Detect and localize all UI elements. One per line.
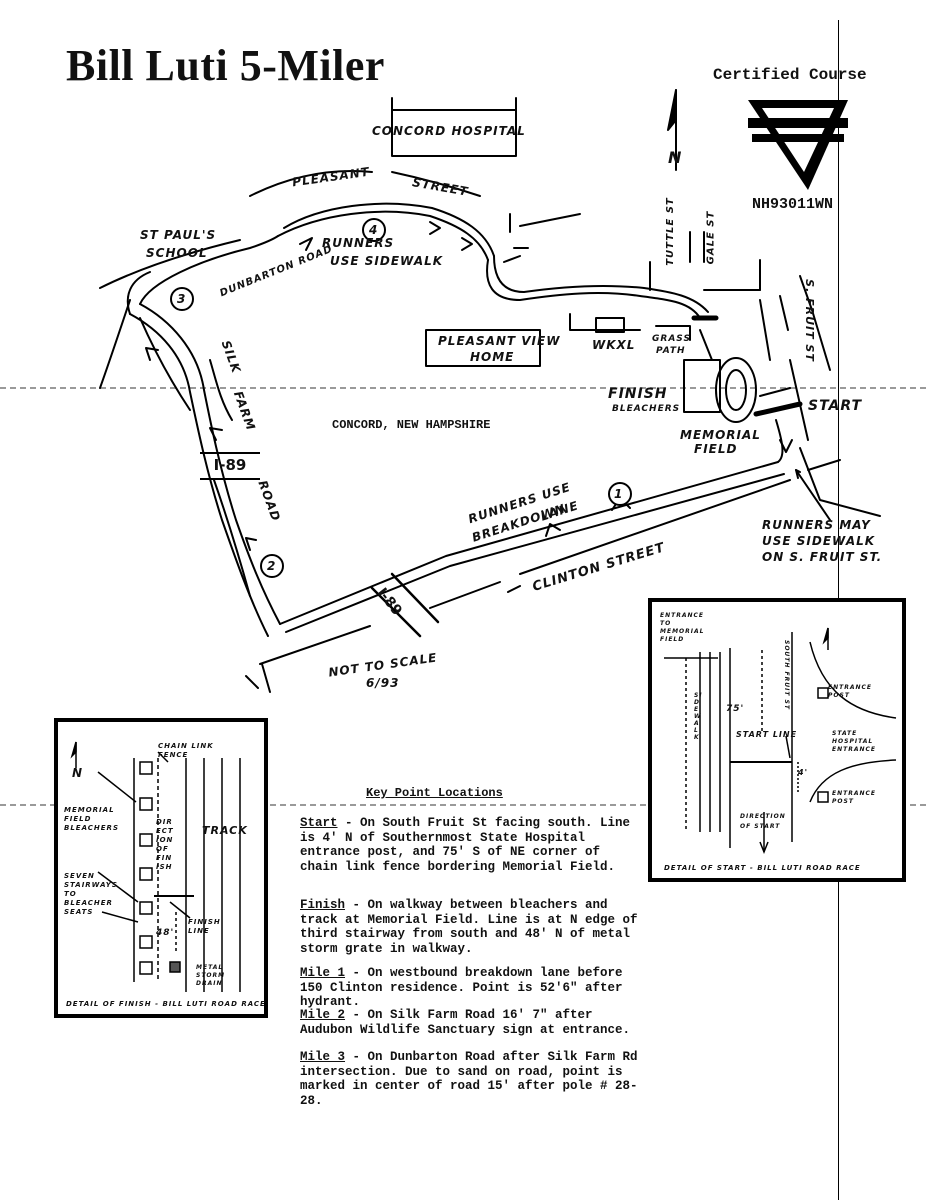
- key-point-text: - On South Fruit St facing south. Line i…: [300, 816, 631, 874]
- course-path: [486, 259, 701, 319]
- start-line-label: START LINE: [736, 730, 798, 739]
- course-path: [139, 235, 279, 305]
- mile-marker-2-label: 2: [267, 559, 277, 573]
- key-point-text: - On Dunbarton Road after Silk Farm Rd i…: [300, 1050, 638, 1108]
- sidewalk-label-2: USE SIDEWALK: [330, 254, 444, 268]
- finish-north-label: N: [72, 766, 84, 780]
- fruit-sidewalk-label-1: RUNNERS MAY: [762, 518, 871, 532]
- course-map: [99, 89, 881, 693]
- st-pauls-label-1: ST PAUL'S: [140, 228, 217, 242]
- key-point-text: - On westbound breakdown lane before 150…: [300, 966, 623, 1009]
- key-point-label: Mile 3: [300, 1050, 346, 1064]
- date-note: 6/93: [366, 676, 400, 690]
- grass-path: [699, 329, 713, 361]
- bleachers: [683, 359, 721, 413]
- key-point-mile-2: Mile 2 - On Silk Farm Road 16' 7" after …: [300, 1008, 645, 1037]
- course-path: [277, 210, 489, 261]
- start-label: START: [808, 398, 863, 414]
- pleasant-view-label-1: PLEASANT VIEW: [438, 334, 561, 348]
- memorial-bleachers-label: MEMORIAL FIELD BLEACHERS: [64, 806, 119, 832]
- wkxl-label: WKXL: [592, 338, 636, 352]
- gale-st-label: GALE ST: [705, 210, 717, 265]
- mile-marker-4-label: 4: [369, 223, 379, 237]
- key-point-text: - On walkway between bleachers and track…: [300, 898, 638, 956]
- mile-marker-1-label: 1: [614, 487, 624, 501]
- i89-label-silk: I-89: [200, 452, 260, 480]
- start-detail-inset: ENTRANCE TO MEMORIAL FIELD SOUTH FRUIT S…: [648, 598, 906, 882]
- start-distance-4: 4': [798, 768, 809, 777]
- storm-drain-label: METAL STORM DRAIN: [196, 964, 226, 987]
- finish-line-label: FINISH LINE: [188, 918, 221, 935]
- st-pauls-label-2: SCHOOL: [146, 246, 208, 260]
- road-edge: [391, 171, 481, 197]
- key-point-mile-3: Mile 3 - On Dunbarton Road after Silk Fa…: [300, 1050, 645, 1108]
- start-south-fruit-label: SOUTH FRUIT ST: [783, 640, 790, 710]
- tuttle-st-label: TUTTLE ST: [664, 197, 676, 266]
- sidewalk-label-1: RUNNERS: [322, 236, 395, 250]
- memorial-entrance-label: ENTRANCE TO MEMORIAL FIELD: [660, 612, 705, 643]
- key-point-text: - On Silk Farm Road 16' 7" after Audubon…: [300, 1008, 631, 1037]
- chain-link-label: CHAIN LINK FENCE: [158, 742, 214, 759]
- start-sidewalk-label: SIDEWALK: [694, 692, 703, 741]
- seven-stairways-label: SEVEN STAIRWAYS TO BLEACHER SEATS: [64, 872, 118, 916]
- start-detail-caption: DETAIL OF START - BILL LUTI ROAD RACE: [664, 864, 861, 872]
- finish-direction-label: DIRECTION OF FINISH: [156, 818, 174, 871]
- mile-marker-3-label: 3: [177, 292, 187, 306]
- finish-detail-inset: N CHAIN LINK FENCE MEMORIAL FIELD BLEACH…: [54, 718, 268, 1018]
- memorial-field-label-1: MEMORIAL: [680, 428, 761, 442]
- mile-marker-3: [170, 287, 194, 311]
- course-path: [279, 461, 779, 625]
- mile-marker-1: [608, 482, 632, 506]
- usatf-logo: [748, 100, 848, 190]
- key-point-label: Mile 2: [300, 1008, 346, 1022]
- key-point-start: Start - On South Fruit St facing south. …: [300, 816, 645, 874]
- track-oval: [715, 357, 757, 423]
- course-path: [139, 303, 281, 625]
- road-edge: [249, 170, 373, 197]
- pleasant-view-building: [425, 329, 541, 367]
- fold-line: [0, 387, 927, 389]
- key-point-finish: Finish - On walkway between bleachers an…: [300, 898, 645, 956]
- mile-marker-2: [260, 554, 284, 578]
- fold-line: [0, 804, 927, 806]
- entrance-post-label-2: ENTRANCE POST: [832, 790, 876, 805]
- fruit-sidewalk-label-2: USE SIDEWALK: [762, 534, 876, 548]
- grass-path-label-2: PATH: [656, 346, 686, 356]
- fruit-sidewalk-label-3: ON S. FRUIT ST.: [762, 550, 883, 564]
- certification-number: NH93011WN: [752, 196, 834, 213]
- finish-label: FINISH: [608, 386, 668, 402]
- south-fruit-st-label: S. FRUIT ST: [802, 279, 816, 362]
- pleasant-view-label-2: HOME: [470, 350, 515, 364]
- key-point-label: Finish: [300, 898, 346, 912]
- hospital-building: [391, 109, 517, 157]
- start-direction-label: DIRECTION OF START: [740, 813, 786, 830]
- mile-marker-4: [362, 218, 386, 242]
- key-point-label: Start: [300, 816, 338, 830]
- key-points-heading: Key Point Locations: [366, 786, 503, 800]
- key-point-mile-1: Mile 1 - On westbound breakdown lane bef…: [300, 966, 645, 1010]
- grass-path-label-1: GRASS: [652, 334, 691, 344]
- entrance-post-label-1: ENTRANCE POST: [828, 684, 872, 699]
- city-label: CONCORD, NEW HAMPSHIRE: [332, 418, 491, 432]
- track-label: TRACK: [202, 824, 248, 837]
- page-title: Bill Luti 5-Miler: [66, 41, 385, 90]
- key-point-label: Mile 1: [300, 966, 346, 980]
- finish-distance-label: 48': [156, 928, 175, 938]
- memorial-field-label-2: FIELD: [694, 442, 738, 456]
- bleachers-label: BLEACHERS: [612, 404, 681, 414]
- finish-detail-caption: DETAIL OF FINISH - BILL LUTI ROAD RACE: [66, 1000, 266, 1008]
- wkxl-building: [595, 317, 625, 333]
- certified-label: Certified Course: [713, 66, 867, 84]
- north-label: N: [668, 148, 683, 167]
- start-distance-75: 75': [726, 704, 745, 714]
- state-hospital-label: STATE HOSPITAL ENTRANCE: [832, 730, 876, 753]
- hospital-label: CONCORD HOSPITAL: [372, 124, 526, 138]
